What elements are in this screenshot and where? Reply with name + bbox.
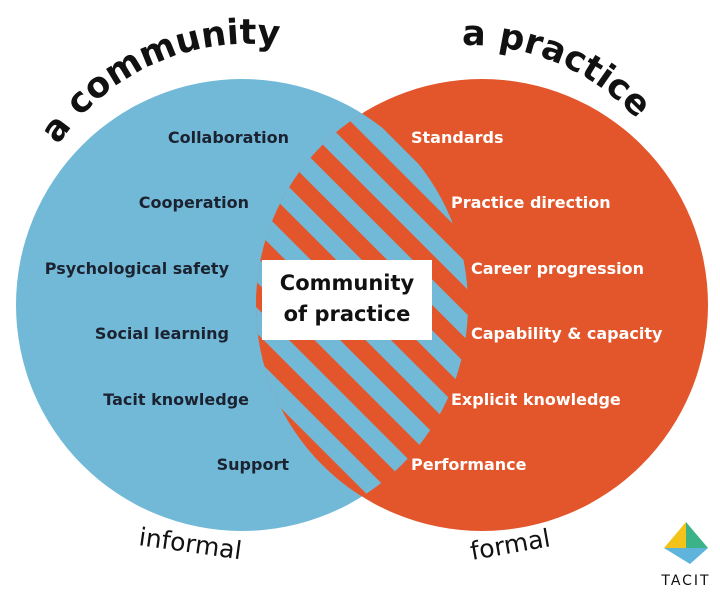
community-item: Psychological safety [45, 259, 230, 278]
overlap-region [256, 79, 468, 531]
community-item: Tacit knowledge [103, 390, 249, 409]
community-items: Collaboration Cooperation Psychological … [45, 128, 290, 474]
community-item: Cooperation [139, 193, 249, 212]
practice-item: Performance [411, 455, 527, 474]
community-item: Support [217, 455, 290, 474]
practice-items: Standards Practice direction Career prog… [411, 128, 663, 474]
logo-text: TACIT [660, 573, 710, 589]
practice-item: Standards [411, 128, 503, 147]
tacit-triangle-logo-icon [664, 522, 708, 564]
community-item: Collaboration [168, 128, 289, 147]
center-line-2: of practice [284, 302, 411, 326]
practice-item: Practice direction [451, 193, 611, 212]
center-box [262, 260, 432, 340]
center-line-1: Community [280, 271, 415, 295]
practice-item: Capability & capacity [471, 324, 663, 343]
practice-item: Explicit knowledge [451, 390, 621, 409]
community-item: Social learning [95, 324, 229, 343]
practice-item: Career progression [471, 259, 644, 278]
